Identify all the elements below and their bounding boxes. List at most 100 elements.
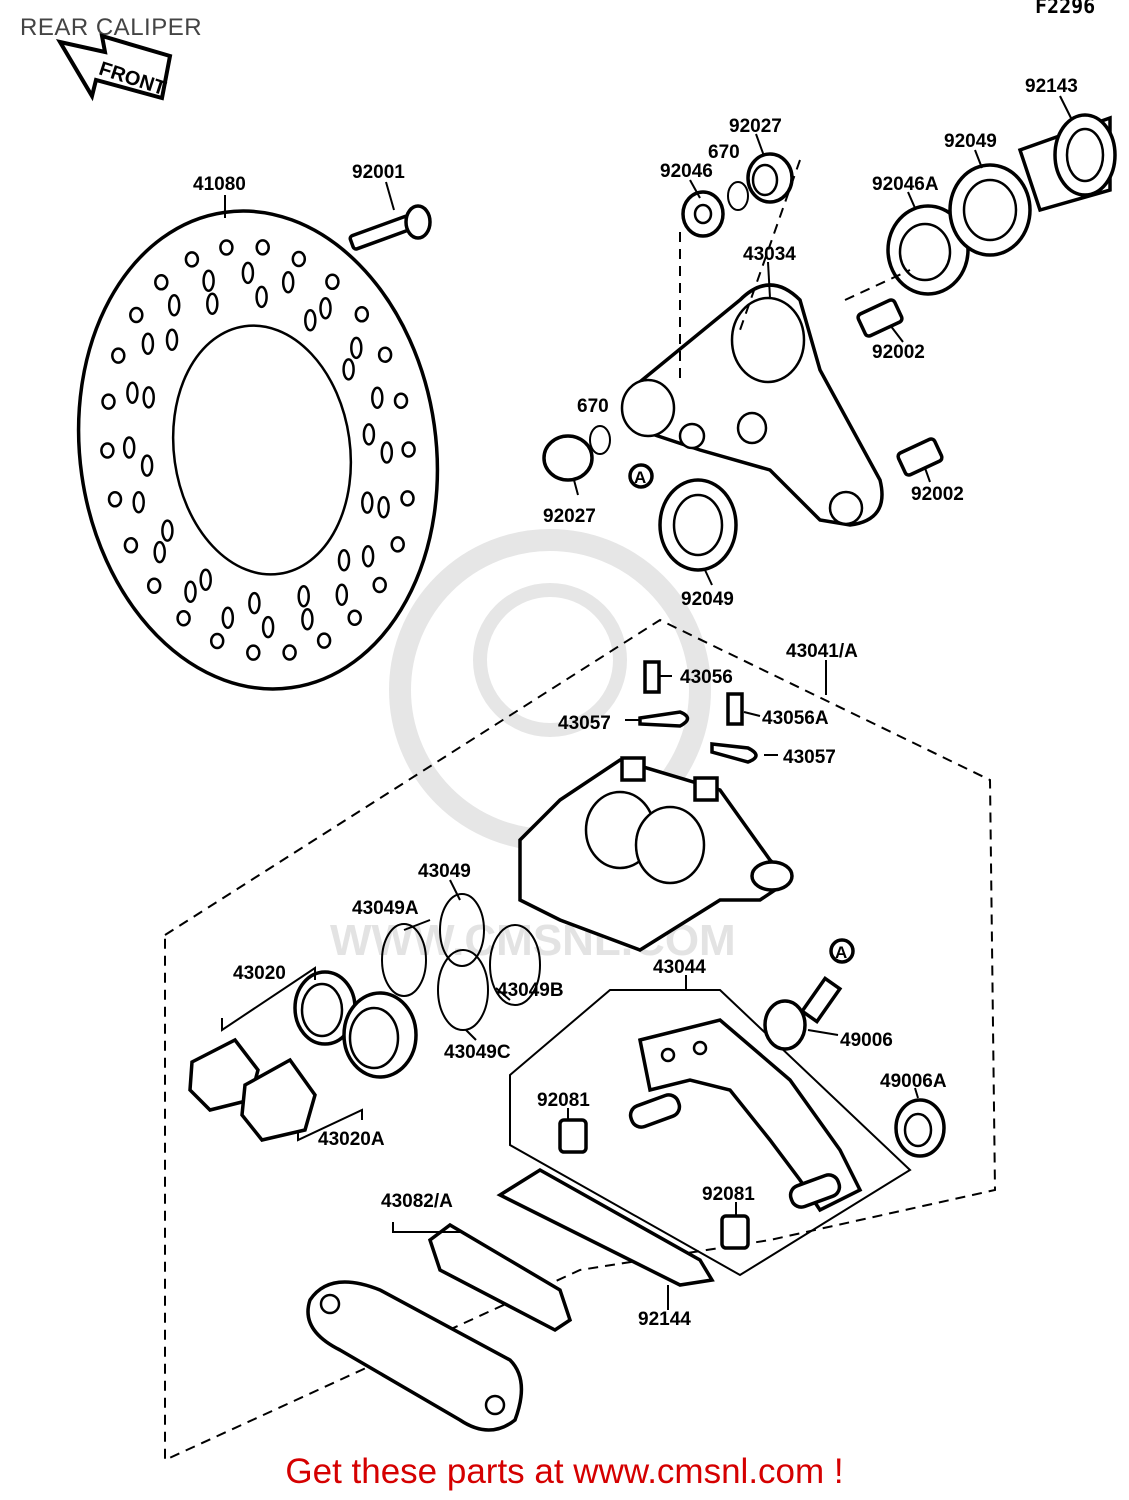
clip-92081-right [720, 1214, 750, 1250]
disc-vent-hole [335, 583, 349, 607]
svg-text:A: A [634, 468, 646, 487]
disc-vent-hole [361, 544, 375, 568]
piston-43020A [342, 991, 418, 1079]
bracket-group-outline [509, 989, 912, 1277]
disc-vent-hole [146, 577, 162, 594]
label-41080: 41080 [193, 174, 246, 195]
label-43049A: 43049A [352, 898, 419, 919]
leader-bracket [297, 1108, 363, 1142]
figure-code: F2296 [1035, 0, 1096, 18]
disc-vent-hole [101, 393, 116, 410]
disc-vent-hole [206, 292, 219, 316]
disc-vent-hole [261, 615, 275, 639]
disc-vent-hole [141, 332, 155, 356]
label-92002-lower: 92002 [911, 484, 964, 505]
disc-vent-hole [123, 537, 139, 554]
brake-disc [76, 209, 440, 691]
disc-vent-hole [209, 632, 225, 650]
bleeder-92002-lower [896, 437, 944, 477]
disc-vent-hole [202, 269, 215, 292]
label-92049-top: 92049 [944, 131, 997, 152]
disc-vent-hole [350, 336, 363, 360]
label-670-mid: 670 [577, 396, 609, 417]
bearing-92046 [681, 190, 725, 238]
seal-43049B [489, 924, 541, 1006]
disc-vent-hole [393, 392, 409, 409]
piston-43020 [293, 970, 357, 1046]
disc-vent-hole [153, 540, 166, 564]
label-49006A: 49006A [880, 1071, 947, 1092]
label-92027-mid: 92027 [543, 506, 596, 527]
seal-43049 [439, 893, 485, 967]
disc-vent-hole [255, 239, 270, 256]
boot-49006A [894, 1098, 946, 1158]
oil-seal-92049-top [948, 163, 1032, 257]
cap-43057-right [710, 742, 758, 764]
label-92046: 92046 [660, 161, 713, 182]
disc-vent-hole [132, 491, 145, 514]
order-parts-link[interactable]: Get these parts at www.cmsnl.com ! [285, 1452, 844, 1491]
collar-92027-mid [542, 434, 594, 482]
disc-vent-hole [347, 609, 362, 626]
svg-text:A: A [835, 943, 847, 962]
label-670-top: 670 [708, 142, 740, 163]
oil-seal-92049-mid [658, 478, 738, 572]
disc-vent-hole [248, 591, 261, 615]
collar-92027-top [746, 152, 794, 204]
disc-vent-hole [304, 309, 317, 332]
disc-vent-hole [107, 491, 123, 508]
disc-vent-hole [154, 274, 169, 291]
disc-vent-hole [165, 328, 179, 351]
sleeve-92143 [1017, 113, 1117, 213]
label-43041A: 43041/A [786, 641, 858, 662]
disc-vent-hole [246, 644, 261, 661]
disc-vent-hole [111, 347, 126, 364]
label-43020A: 43020A [318, 1129, 385, 1150]
boot-49006 [763, 976, 843, 1051]
front-arrow-icon: FRONT [55, 33, 173, 102]
disc-vent-holes [100, 239, 416, 661]
disc-bolt [348, 204, 432, 251]
disc-vent-hole [241, 261, 255, 285]
disc-vent-hole [401, 441, 416, 458]
brake-pad-inner [427, 1222, 573, 1333]
label-43056A: 43056A [762, 708, 829, 729]
disc-vent-hole [126, 381, 139, 405]
bleeder-43056 [643, 660, 661, 694]
disc-vent-hole [319, 296, 332, 320]
disc-vent-hole [281, 271, 295, 294]
label-43049: 43049 [418, 861, 471, 882]
disc-vent-hole [219, 239, 234, 256]
anti-rattle-spring-92144 [496, 1167, 715, 1287]
disc-vent-hole [255, 285, 268, 309]
disc-vent-hole [297, 584, 310, 608]
disc-vent-hole [282, 644, 297, 661]
label-92001: 92001 [352, 162, 405, 183]
clip-92081-left [558, 1118, 588, 1154]
label-92046A: 92046A [872, 174, 939, 195]
part-number-labels: 41080 92001 92027 670 92046 92143 92049 … [193, 76, 1078, 1330]
disc-vent-hole [129, 306, 144, 324]
label-92144: 92144 [638, 1309, 691, 1330]
disc-vent-hole [400, 490, 415, 507]
disc-vent-hole [142, 386, 155, 409]
label-43049B: 43049B [497, 980, 564, 1001]
piston-insulator-right [240, 1057, 317, 1142]
leader-bracket [392, 1222, 460, 1233]
disc-vent-hole [291, 250, 307, 268]
assembly-line [844, 269, 911, 301]
ref-marker-a-lower: A [829, 938, 855, 964]
label-43049C: 43049C [444, 1042, 511, 1063]
brake-pad-outer [306, 1280, 524, 1432]
disc-vent-hole [337, 549, 351, 572]
disc-vent-hole [176, 609, 191, 627]
cap-43057-left [638, 710, 690, 728]
label-92049-mid: 92049 [681, 589, 734, 610]
disc-vent-hole [377, 346, 393, 363]
label-49006: 49006 [840, 1030, 893, 1051]
label-43044: 43044 [653, 957, 706, 978]
bleeder-92002-upper [856, 298, 904, 338]
caliper-assembly-outline [164, 618, 997, 1462]
